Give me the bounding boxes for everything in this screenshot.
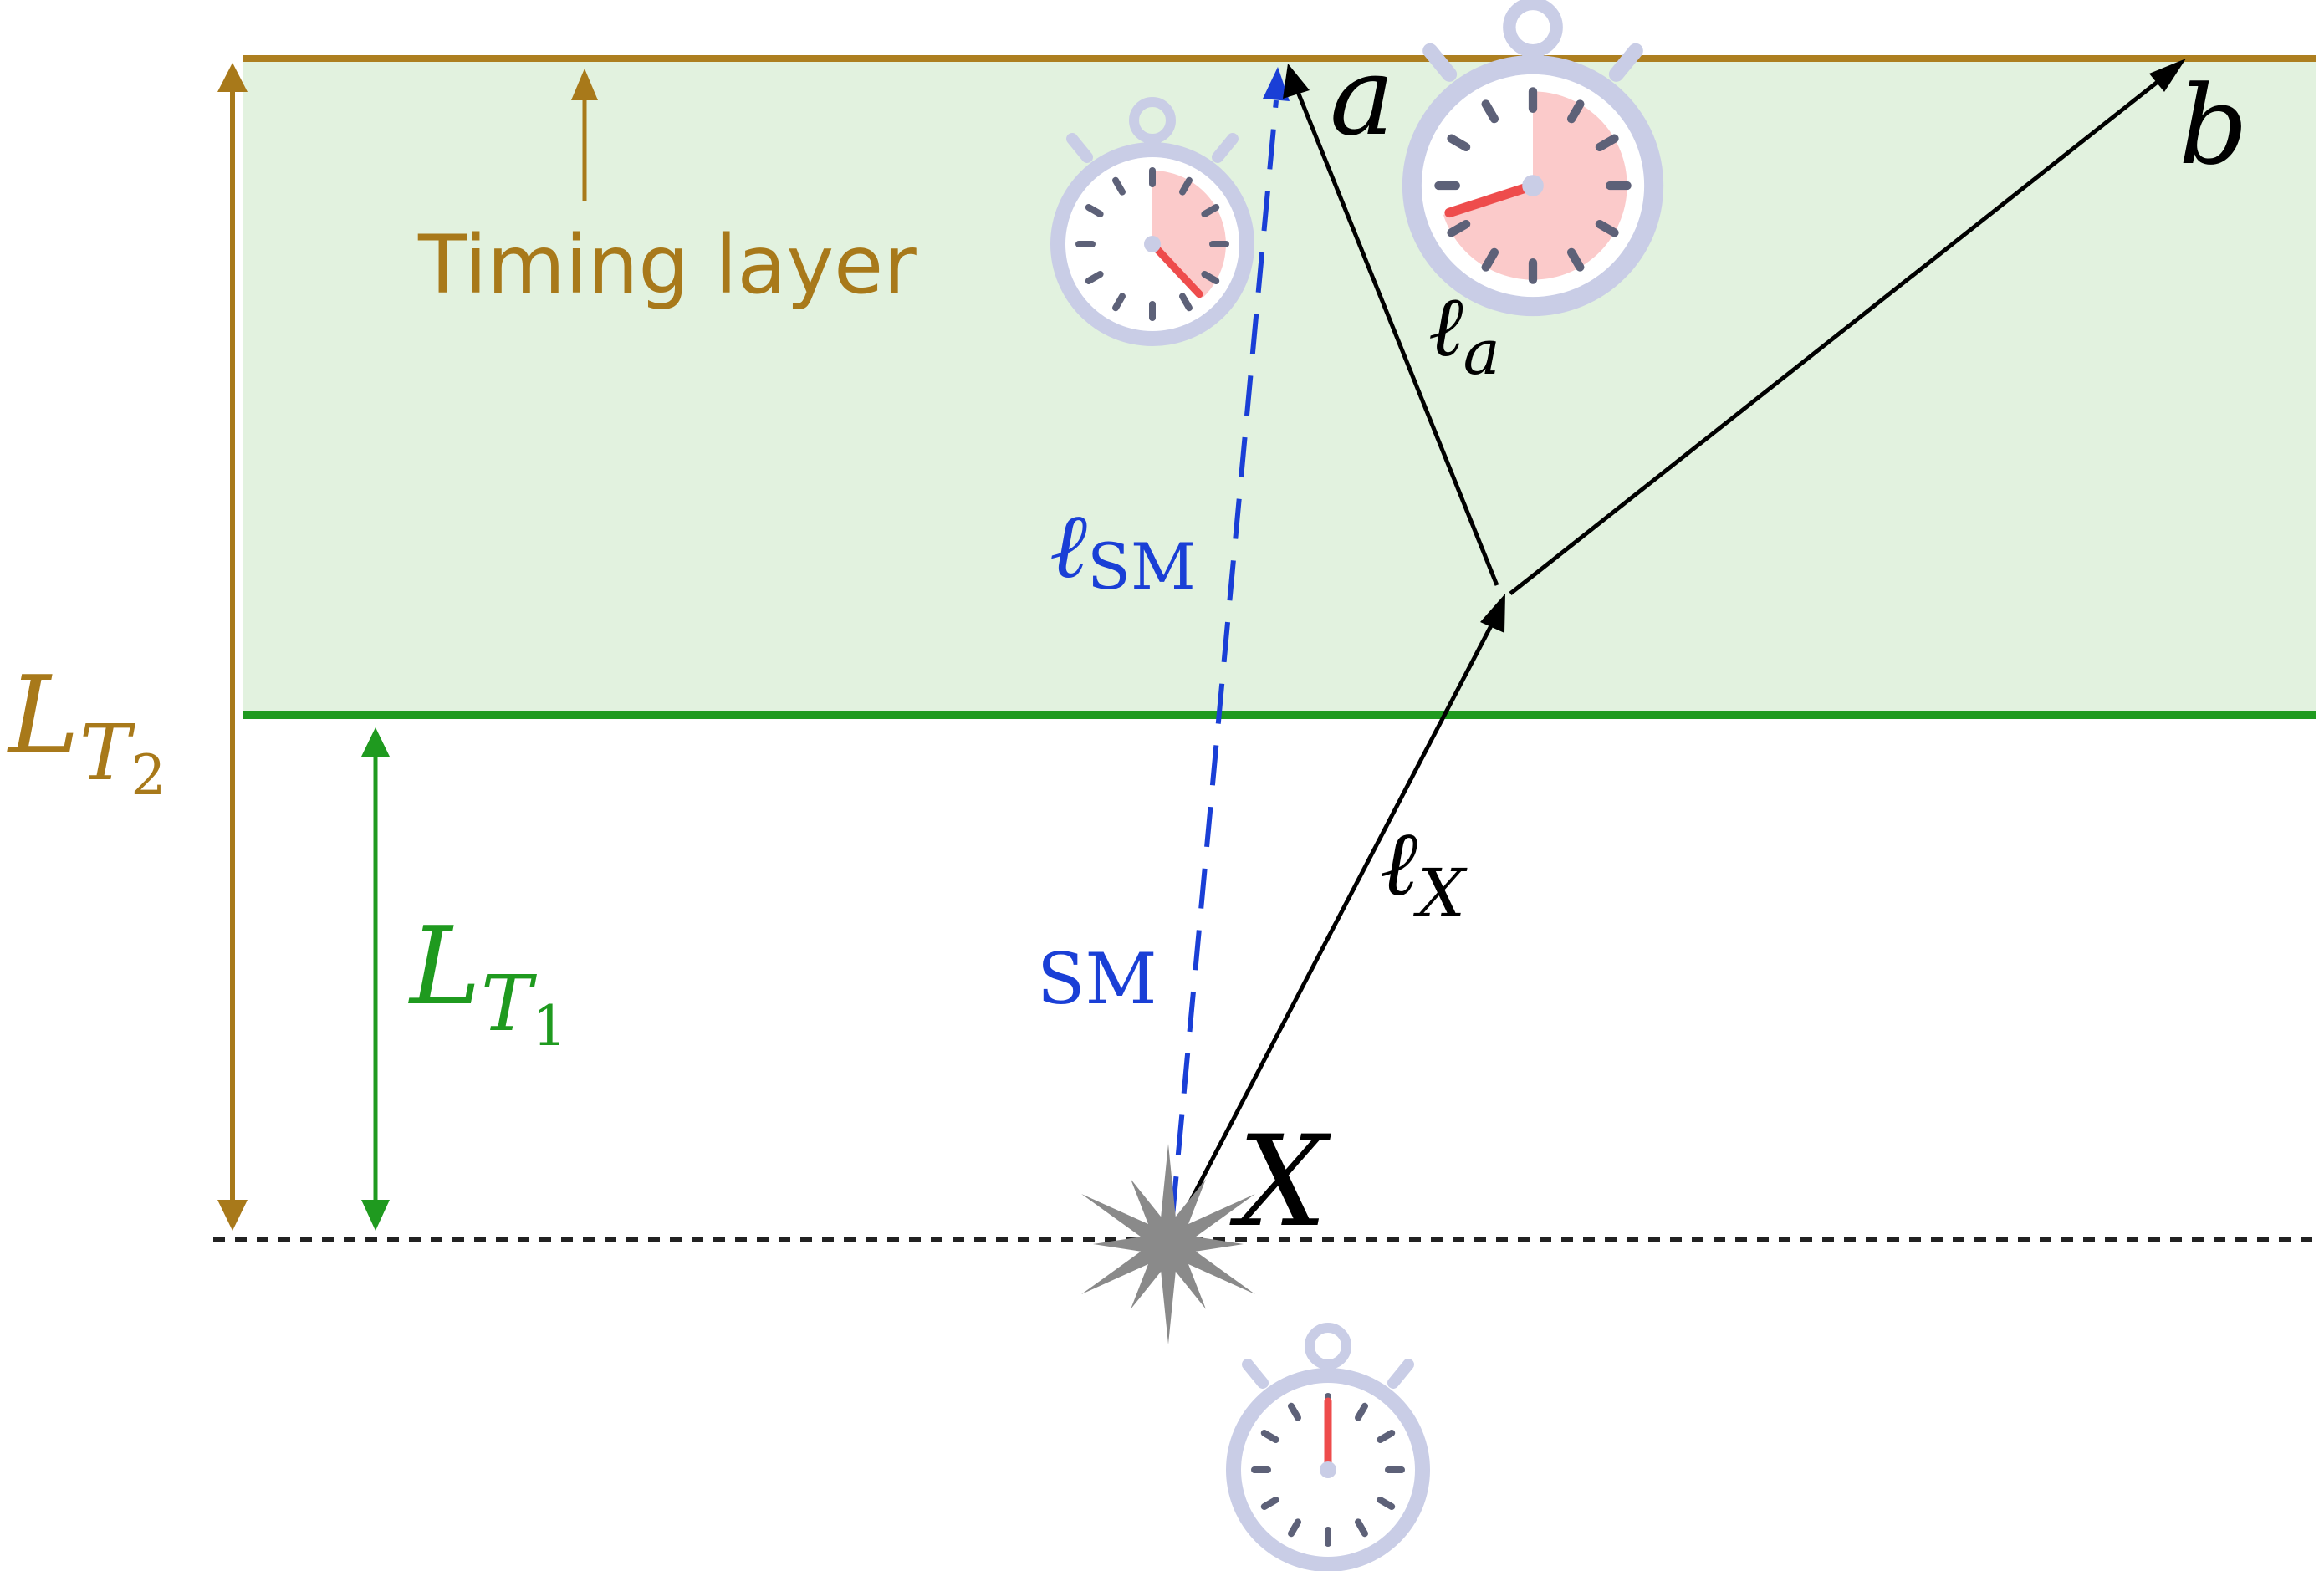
stopwatch-icon bbox=[1226, 1323, 1430, 1571]
b-track-arrow bbox=[1509, 59, 2186, 595]
lt1-label: LT1 bbox=[408, 905, 567, 1058]
lt1-dimension-arrow bbox=[361, 727, 390, 1231]
a-label: a bbox=[1330, 33, 1395, 160]
x-label: X bbox=[1229, 1109, 1331, 1255]
x-track-arrow bbox=[1170, 594, 1505, 1237]
sm-track-dashed bbox=[1170, 67, 1290, 1217]
lt2-label: LT2 bbox=[7, 654, 166, 808]
a-track-arrow bbox=[1283, 64, 1499, 586]
ell-x-label: ℓX bbox=[1380, 812, 1468, 932]
ell-sm-label: ℓSM bbox=[1050, 494, 1196, 604]
timing-layer-pointer-arrow bbox=[571, 69, 598, 201]
stopwatch-icon bbox=[1050, 97, 1254, 346]
sm-label: SM bbox=[1037, 938, 1157, 1020]
timing-layer-band bbox=[243, 59, 2316, 715]
ell-a-label: ℓa bbox=[1428, 278, 1500, 389]
burst-icon bbox=[1081, 1144, 1255, 1344]
timing-layer-label: Timing layer bbox=[417, 218, 917, 312]
b-label: b bbox=[2178, 62, 2248, 189]
lt2-dimension-arrow bbox=[217, 63, 248, 1231]
stopwatch-icon bbox=[1402, 0, 1664, 317]
